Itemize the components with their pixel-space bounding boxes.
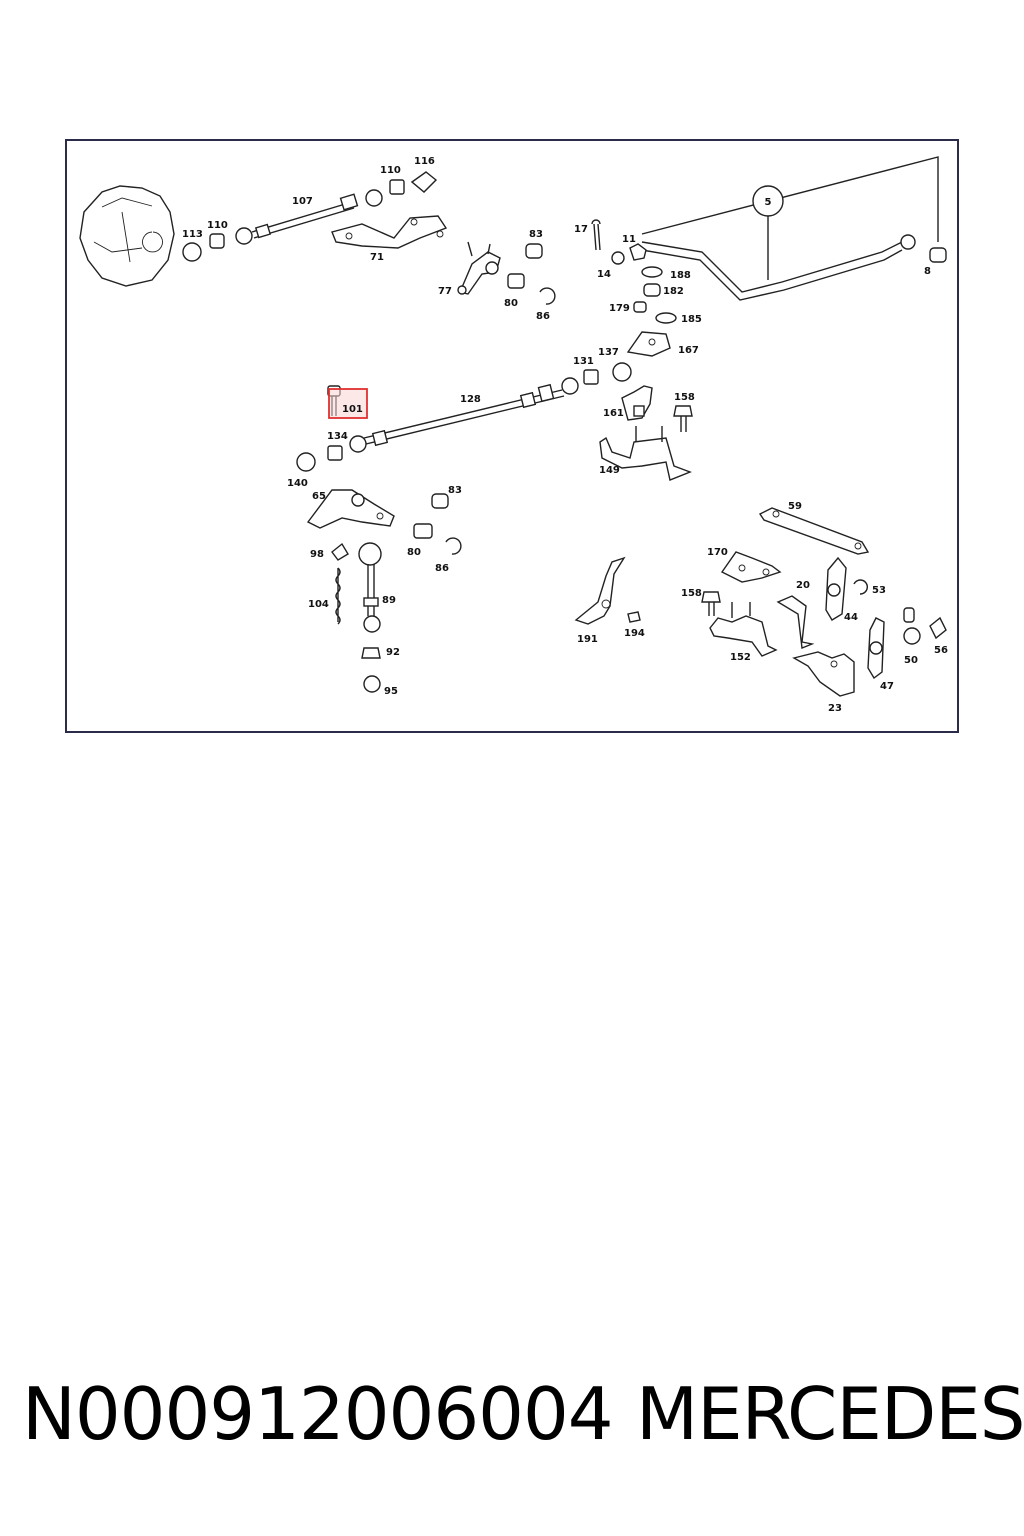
nut-194 [627,611,641,623]
label-161: 161 [603,408,624,419]
bracket-71 [331,215,448,249]
lever-20 [776,595,815,649]
label-152: 152 [730,652,751,663]
label-20: 20 [796,580,810,591]
label-188: 188 [670,270,691,281]
bracket-191 [574,556,626,625]
bracket-152 [709,602,778,657]
bushing-group-lower [413,493,462,555]
label-128: 128 [460,394,481,405]
label-8: 8 [924,266,931,277]
bottom-caption: N000912006004 MERCEDES [0,1372,1024,1472]
bracket-23 [792,651,855,697]
linkage-lower-left [331,542,382,693]
label-83-upper: 83 [529,229,543,240]
label-182: 182 [663,286,684,297]
label-77: 77 [438,286,452,297]
label-86-lower: 86 [435,563,449,574]
label-131: 131 [573,356,594,367]
bracket-149 [599,426,692,481]
lever-65 [306,489,395,529]
label-65: 65 [312,491,326,502]
roller-50 [903,607,921,645]
rod-128 [296,362,632,472]
part-number: N000912006004 [22,1372,614,1456]
label-89: 89 [382,595,396,606]
shift-rod-5 [629,156,947,301]
highlight-101[interactable]: 101 [328,388,368,419]
label-80-upper: 80 [504,298,518,309]
label-158-lower: 158 [681,588,702,599]
lever-44 [825,556,868,621]
label-194: 194 [624,628,645,639]
lever-170 [720,551,782,583]
lever-77 [457,241,501,295]
gearbox-housing [79,185,175,287]
lever-167 [626,331,671,357]
label-59: 59 [788,501,802,512]
cap-56 [929,616,947,640]
label-53: 53 [872,585,886,596]
label-134: 134 [327,431,348,442]
label-5: 5 [765,197,772,208]
label-170: 170 [707,547,728,558]
label-179: 179 [609,303,630,314]
label-107: 107 [292,196,313,207]
label-149: 149 [599,465,620,476]
label-113: 113 [182,229,203,240]
label-11: 11 [622,234,636,245]
label-86-upper: 86 [536,311,550,322]
label-71: 71 [370,252,384,263]
parts-diagram: 5 8 11 14 17 20 23 44 47 50 53 56 59 65 … [79,156,948,714]
brand-name: MERCEDES [636,1372,1024,1456]
diagram-frame: 5 8 11 14 17 20 23 44 47 50 53 56 59 65 … [65,139,959,733]
lever-59 [758,507,870,555]
label-47: 47 [880,681,894,692]
label-23: 23 [828,703,842,714]
label-83-lower: 83 [448,485,462,496]
label-167: 167 [678,345,699,356]
label-95: 95 [384,686,398,697]
lever-47 [867,617,885,680]
label-17: 17 [574,224,588,235]
label-80-lower: 80 [407,547,421,558]
lever-161 [621,385,653,421]
label-158-upper: 158 [674,392,695,403]
label-116: 116 [414,156,435,167]
label-191: 191 [577,634,598,645]
label-44: 44 [844,612,858,623]
label-140: 140 [287,478,308,489]
label-185: 185 [681,314,702,325]
label-56: 56 [934,645,948,656]
label-110-upper: 110 [380,165,401,176]
bolt-158-upper [673,405,693,432]
label-110-lower: 110 [207,220,228,231]
bushing-group-upper [507,243,556,305]
rod-107 [182,171,438,262]
label-137: 137 [598,347,619,358]
small-parts-upper-right [591,219,677,324]
label-101: 101 [342,404,363,415]
label-14: 14 [597,269,611,280]
label-50: 50 [904,655,918,666]
bolt-158-lower [701,591,721,616]
label-104: 104 [308,599,329,610]
label-92: 92 [386,647,400,658]
label-98: 98 [310,549,324,560]
